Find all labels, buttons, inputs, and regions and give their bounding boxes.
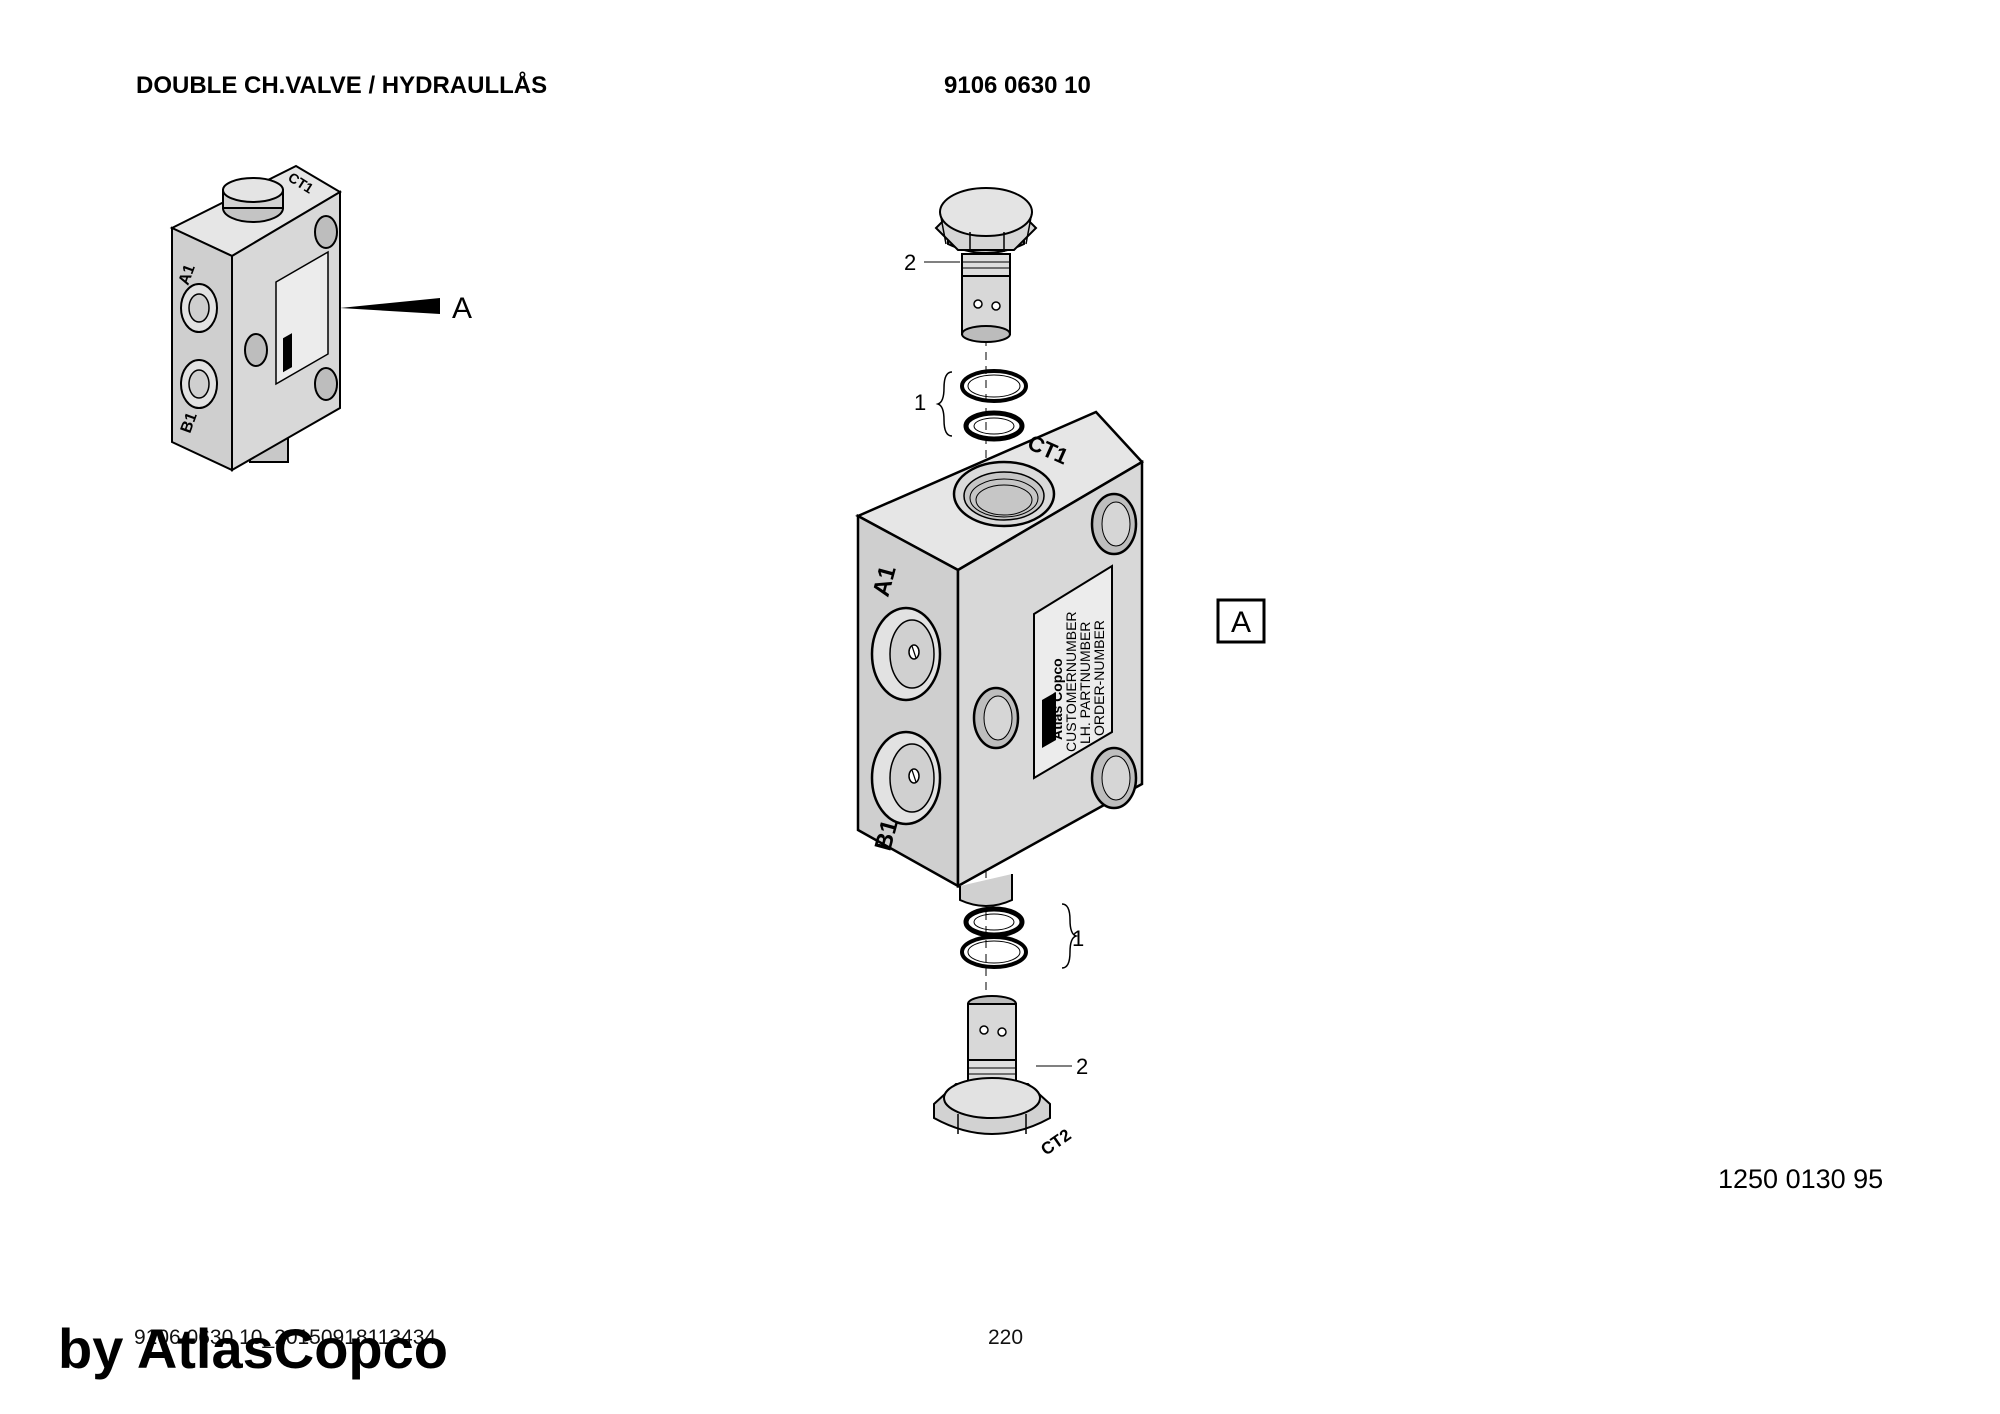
nameplate-brand: Atlas Copco: [1049, 658, 1065, 740]
callout-top-seals: 1: [914, 390, 926, 415]
footer-page-number: 220: [988, 1326, 1024, 1349]
atlas-copco-logo: [1042, 692, 1056, 748]
view-marker: A: [452, 292, 472, 325]
overview-valve: [169, 164, 440, 472]
bottom-seals-part-1: [960, 906, 1028, 969]
drawing-number: 1250 0130 95: [1718, 1164, 1884, 1194]
callout-bottom-plug: 2: [1076, 1054, 1088, 1079]
watermark: by AtlasCopco: [58, 1317, 448, 1380]
nameplate-line-2: LH. PARTNUMBER: [1077, 622, 1093, 744]
top-plug-part-2: [934, 187, 1038, 343]
view-box-label: A: [1231, 606, 1251, 639]
overview-port-a1: A1: [176, 262, 199, 287]
view-pointer-arrow: [340, 298, 440, 314]
overview-port-b1: B1: [178, 410, 201, 435]
nameplate: [1033, 564, 1113, 780]
bottom-plug-part-2: [933, 995, 1051, 1135]
nameplate-line-3: ORDER-NUMBER: [1091, 620, 1107, 736]
nameplate-line-1: CUSTOMERNUMBER: [1063, 611, 1079, 752]
part-number: 9106 0630 10: [944, 72, 1091, 99]
footer-file-code: 9106 0630 10_20150918113434: [134, 1326, 437, 1349]
port-label-ct2: CT2: [1037, 1125, 1074, 1159]
top-seals-part-1: [960, 369, 1028, 442]
callout-top-plug: 2: [904, 250, 916, 275]
document-title: DOUBLE CH.VALVE / HYDRAULLÅS: [136, 72, 548, 99]
callout-bottom-seals: 1: [1072, 926, 1084, 951]
view-box: [1216, 598, 1266, 644]
